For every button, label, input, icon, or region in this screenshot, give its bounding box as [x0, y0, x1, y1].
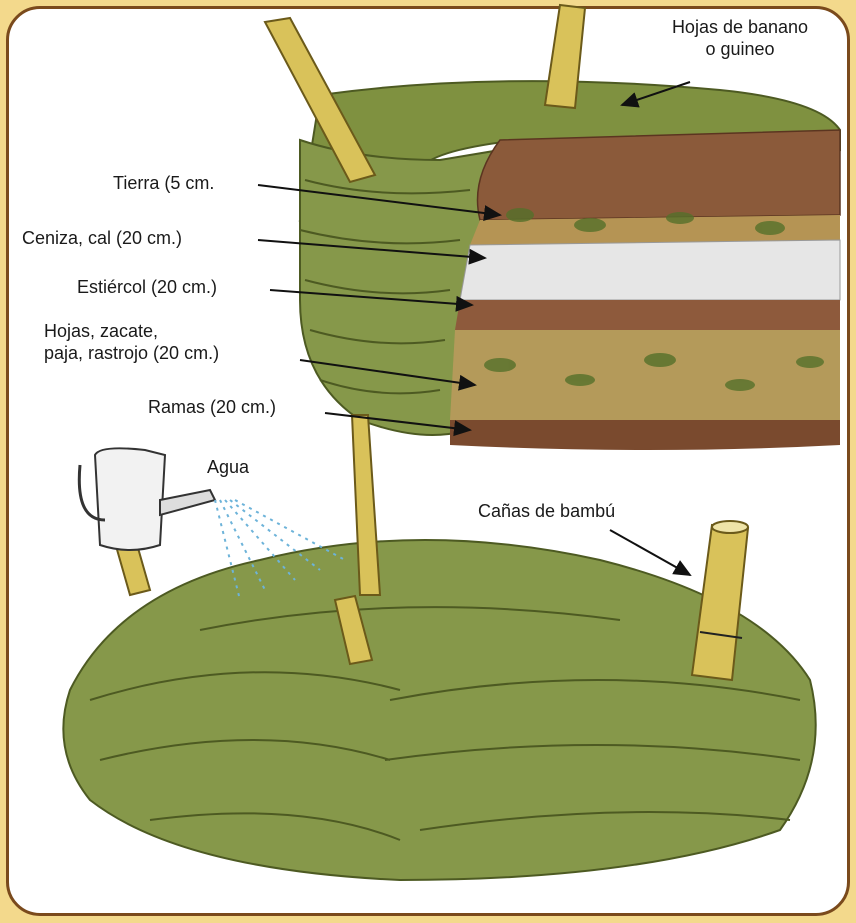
- label-water: Agua: [207, 456, 249, 478]
- label-leaves-straw: Hojas, zacate, paja, rastrojo (20 cm.): [44, 320, 219, 364]
- label-leaves-line2: paja, rastrojo (20 cm.): [44, 342, 219, 364]
- layer-leaves-straw: [450, 330, 840, 420]
- top-pile-layers: [450, 130, 840, 450]
- label-leaves-line1: Hojas, zacate,: [44, 320, 219, 342]
- label-ash-lime: Ceniza, cal (20 cm.): [22, 227, 182, 249]
- label-banana-leaves-line1: Hojas de banano: [630, 16, 850, 38]
- layer-ash-lime: [460, 240, 840, 300]
- layer-soil: [478, 130, 841, 220]
- label-branches: Ramas (20 cm.): [148, 396, 276, 418]
- label-manure: Estiércol (20 cm.): [77, 276, 217, 298]
- layer-manure: [455, 300, 840, 330]
- label-banana-leaves: Hojas de banano o guineo: [630, 16, 850, 60]
- label-bamboo: Cañas de bambú: [478, 500, 615, 522]
- label-banana-leaves-line2: o guineo: [630, 38, 850, 60]
- label-soil: Tierra (5 cm.: [113, 172, 214, 194]
- watering-can: [79, 448, 215, 550]
- layer-branches: [450, 420, 840, 450]
